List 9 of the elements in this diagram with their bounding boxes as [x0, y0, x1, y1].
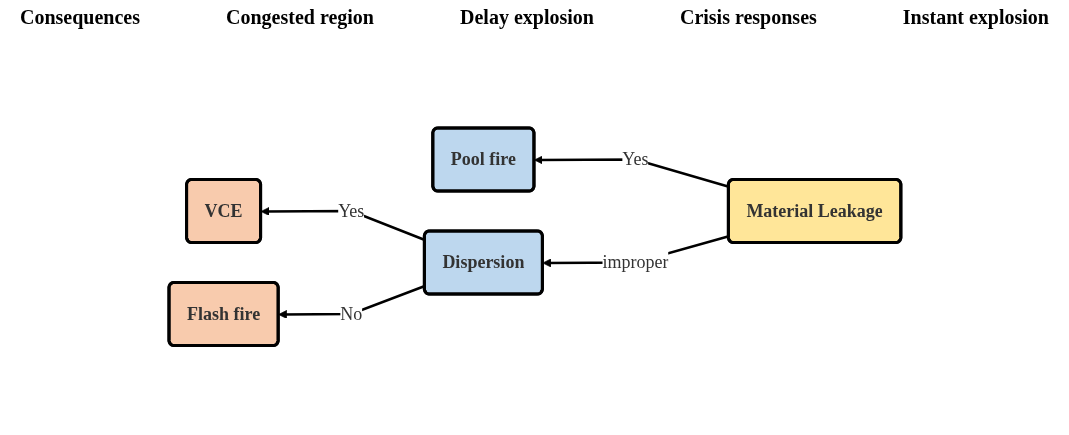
column-heading: Delay explosion — [460, 6, 594, 31]
column-heading: Consequences — [20, 6, 140, 31]
column-heading: Instant explosion — [902, 6, 1049, 31]
edge-label: Yes — [621, 148, 649, 169]
column-heading: Crisis responses — [679, 6, 817, 31]
column-heading: Congested region — [226, 6, 374, 31]
edge-label: improper — [601, 251, 668, 272]
edge-label: Yes — [337, 200, 364, 221]
edge-label: No — [339, 303, 362, 324]
